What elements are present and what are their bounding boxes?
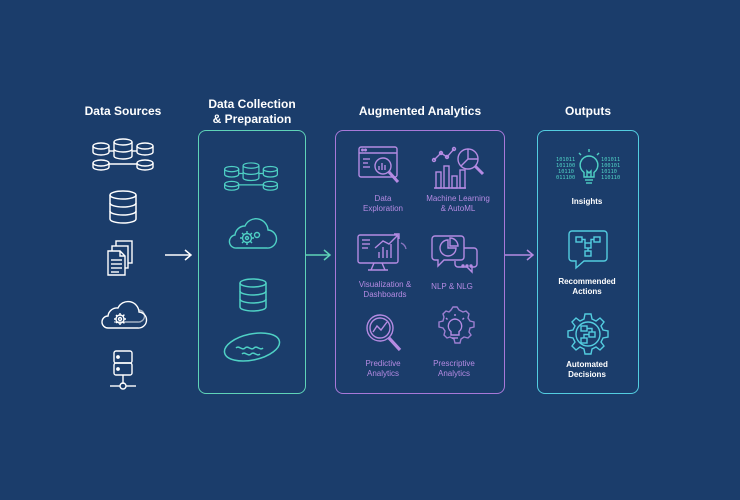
binary-right-1: 101011 [601, 157, 620, 163]
outputs-title: Outputs [565, 104, 611, 118]
data-exploration-icon [358, 146, 400, 184]
data-sources-title: Data Sources [84, 104, 162, 118]
recommended-actions-label-line1: Recommended [558, 277, 616, 286]
predictive-analytics-icon [366, 314, 402, 352]
prescriptive-analytics-label-line1: Prescriptive [433, 359, 475, 368]
binary-left-2: 101100 [556, 163, 575, 169]
predictive-analytics-label-line2: Analytics [366, 369, 399, 378]
data-collection-title: Data Collection & Preparation [192, 97, 312, 127]
automated-decisions-label: Automated Decisions [547, 360, 627, 380]
prescriptive-analytics-label: Prescriptive Analytics [416, 359, 492, 379]
visualization-icon [357, 233, 407, 271]
data-exploration-label-line1: Data [374, 194, 392, 203]
binary-right-4: 110110 [601, 175, 620, 181]
nlp-nlg-label-line1: NLP & NLG [431, 282, 473, 291]
data-lake-icon [223, 332, 281, 362]
automated-decisions-icon [567, 313, 609, 355]
data-exploration-label: Data Exploration [344, 194, 422, 214]
augmented-analytics-title: Augmented Analytics [358, 104, 482, 118]
visualization-label-line1: Visualization & [358, 280, 412, 289]
insights-label: Insights [547, 197, 627, 207]
predictive-analytics-label: Predictive Analytics [344, 359, 422, 379]
cloud-gear-icon [101, 300, 148, 329]
prescriptive-analytics-label-line2: Analytics [437, 369, 470, 378]
binary-left-3: 10110 [558, 169, 574, 175]
recommended-actions-label: Recommended Actions [547, 277, 627, 297]
visualization-label-line2: Dashboards [363, 290, 407, 299]
automated-decisions-label-line2: Decisions [568, 370, 606, 379]
machine-learning-label-line2: & AutoML [440, 204, 476, 213]
collection-database-icon [239, 278, 267, 312]
automated-decisions-label-line1: Automated [566, 360, 608, 369]
documents-icon [107, 240, 133, 276]
nlp-chat-icon [431, 235, 478, 274]
arrow-collection-to-analytics [306, 249, 332, 261]
insights-label-line1: Insights [571, 197, 603, 206]
nlp-nlg-label: NLP & NLG [418, 282, 486, 292]
binary-left-4: 011100 [556, 175, 575, 181]
machine-learning-icon [431, 146, 485, 189]
binary-left-1: 101011 [556, 157, 575, 163]
binary-right-2: 100101 [601, 163, 620, 169]
predictive-analytics-label-line1: Predictive [365, 359, 401, 368]
database-icon [109, 190, 137, 224]
data-collection-title-line2: & Preparation [212, 112, 292, 126]
data-collection-panel [198, 130, 306, 394]
binary-right-3: 10110 [601, 169, 617, 175]
insights-bulb-icon: 101011 101100 10110 011100 101011 100101… [556, 149, 620, 184]
arrow-analytics-to-outputs [505, 249, 535, 261]
prescriptive-analytics-icon [438, 306, 475, 344]
collection-database-network-icon [224, 162, 278, 191]
machine-learning-label-line1: Machine Learning [426, 194, 490, 203]
recommended-actions-label-line2: Actions [572, 287, 602, 296]
server-icon [110, 350, 136, 390]
collection-cloud-gear-icon [228, 218, 278, 249]
machine-learning-label: Machine Learning & AutoML [418, 194, 498, 214]
visualization-label: Visualization & Dashboards [344, 280, 426, 300]
outputs-panel [537, 130, 639, 394]
recommended-actions-icon [568, 230, 608, 270]
data-exploration-label-line2: Exploration [362, 204, 404, 213]
database-network-icon [92, 138, 154, 171]
data-collection-title-line1: Data Collection [208, 97, 296, 111]
augmented-analytics-panel [335, 130, 505, 394]
arrow-sources-to-collection [165, 249, 193, 261]
